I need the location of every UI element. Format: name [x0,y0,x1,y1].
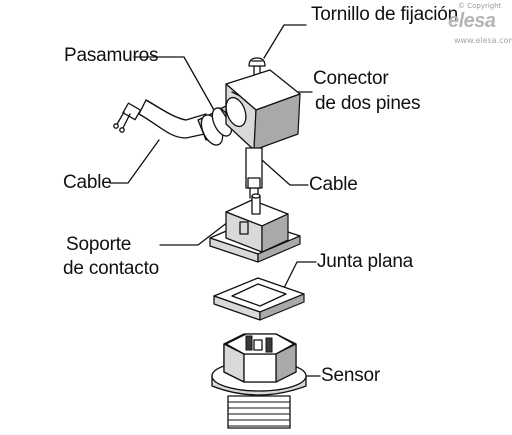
watermark-copyright: © Copyright [458,2,502,10]
fixing-screw [248,57,266,81]
leader-lines [109,24,321,377]
label-cable-right: Cable [309,174,358,195]
label-fixing-screw: Tornillo de fijación [311,4,459,25]
label-contact-holder-line2: de contacto [63,258,160,279]
label-connector-line2: de dos pines [315,93,421,114]
label-flat-gasket: Junta plana [317,251,414,272]
watermark-url: www.elesa.com [454,36,512,45]
elesa-watermark: © Copyright elesa www.elesa.com [444,2,512,48]
label-cable-gland: Pasamuros [64,45,159,66]
left-cable [113,99,215,139]
contact-holder [209,193,301,263]
two-pin-connector [225,69,301,151]
label-contact-holder-line1: Soporte [66,234,132,255]
sensor-body [211,333,307,429]
watermark-brand: elesa [448,10,496,32]
label-sensor: Sensor [321,365,381,386]
right-cable [245,147,263,199]
label-cable-left: Cable [63,172,112,193]
flat-gasket [213,277,305,321]
label-connector-line1: Conector [313,68,389,89]
